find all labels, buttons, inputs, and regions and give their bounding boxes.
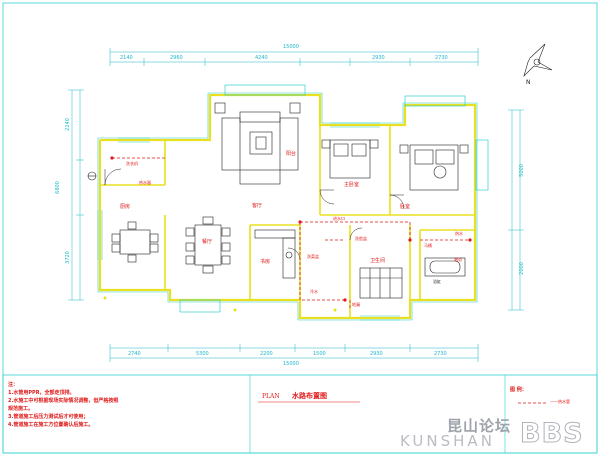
fixture-label-water-inlet: 进水口	[333, 216, 345, 221]
dim-bottom-1: 2740	[128, 351, 141, 357]
room-label-master-bedroom: 主卧室	[344, 182, 360, 188]
fixture-label-floor-drain: 地漏	[352, 302, 360, 307]
dim-bottom-5: 2930	[370, 351, 383, 357]
plan-label: PLAN	[262, 393, 280, 400]
fixture-label-hot-water: 热水	[455, 231, 463, 236]
pipe-points	[110, 156, 472, 302]
fixture-label-sink: 洗菜盆	[307, 254, 319, 259]
bathtub	[424, 257, 466, 277]
dim-bottom-2: 5300	[196, 351, 209, 357]
dim-top-4: 2930	[372, 55, 385, 61]
room-label-bedroom: 卧室	[400, 204, 411, 210]
wall-markers	[103, 296, 337, 312]
windows	[97, 122, 400, 321]
exterior-walls	[98, 93, 477, 320]
bottom-dimension-chain	[109, 344, 479, 362]
water-pipes	[112, 157, 470, 310]
north-label: N	[526, 79, 531, 86]
note-line-3: 规范施工。	[8, 406, 34, 412]
note-line-1: 1.水管用PPR，全部走顶排。	[8, 390, 75, 396]
dim-bottom-6: 2730	[434, 351, 447, 357]
fixture-label-toilet: 马桶	[424, 243, 432, 248]
right-dimension-chain	[508, 109, 524, 311]
note-heading: 注：	[8, 382, 19, 388]
dim-right-2: 2000	[518, 262, 525, 275]
dim-right-1: 5000	[518, 164, 525, 177]
plan-title: 水路布置图	[292, 392, 327, 400]
room-label-study: 书房	[260, 259, 271, 265]
master-bed	[321, 139, 379, 179]
watermark-bbs: BBS	[520, 418, 584, 450]
fixture-label-shower: 淋浴	[454, 257, 462, 262]
dim-bottom-3: 2200	[260, 351, 273, 357]
note-line-2: 2.水施工中可根据现场实际情况调整，但严格按照	[8, 398, 119, 404]
exterior-walls-outline	[97, 92, 478, 321]
watermark-cn: 昆山论坛	[447, 417, 512, 435]
left-dimension-chain	[68, 89, 84, 301]
dim-left-3: 3720	[64, 251, 71, 264]
fixture-label-cold-water: 冷水	[310, 289, 318, 294]
balconies	[179, 84, 489, 313]
dim-top-5: 2730	[435, 55, 448, 61]
room-label-dining: 餐厅	[202, 239, 213, 245]
bedroom-bed	[399, 144, 469, 191]
dim-top-total: 15000	[283, 44, 299, 50]
room-label-kitchen: 厨房	[120, 204, 131, 210]
title-block-border	[2, 374, 598, 454]
fixture-label-washer: 洗衣机	[126, 161, 138, 166]
note-line-5: 4.管道施工在施工方位置确认后施工。	[8, 422, 94, 428]
room-label-balcony: 阳台	[286, 151, 297, 157]
small-bed	[359, 267, 403, 299]
water-meter-icon	[87, 171, 97, 181]
study-table	[111, 221, 159, 263]
watermark-en: KUNSHAN	[400, 432, 495, 450]
dim-bottom-total: 15000	[283, 361, 299, 367]
legend-label: 图 例：	[510, 387, 527, 393]
dim-top-2: 2960	[170, 55, 183, 61]
kitchen-counter	[254, 229, 296, 279]
sofa-set	[214, 102, 301, 185]
legend-item: ——热水管	[550, 399, 570, 404]
dim-left-1: 2240	[64, 118, 71, 131]
dining-table	[185, 216, 231, 274]
room-label-bathroom: 卫生间	[370, 258, 386, 264]
dim-bottom-4: 1500	[313, 351, 326, 357]
fixture-label-basin: 洗脸盆	[355, 236, 367, 241]
fixture-label-water-heater: 热水器	[139, 180, 151, 185]
dim-left-2: 6800	[54, 181, 61, 194]
dim-top-3: 4240	[255, 55, 268, 61]
north-arrow-icon	[523, 43, 553, 78]
dim-top-1: 2140	[120, 55, 133, 61]
note-line-4: 3.管道施工后压力测试后才可使用；	[8, 414, 89, 420]
fixture-label-bath: 浴缸	[433, 279, 441, 284]
top-dimension-chain	[109, 48, 479, 66]
room-label-living: 客厅	[252, 203, 263, 209]
